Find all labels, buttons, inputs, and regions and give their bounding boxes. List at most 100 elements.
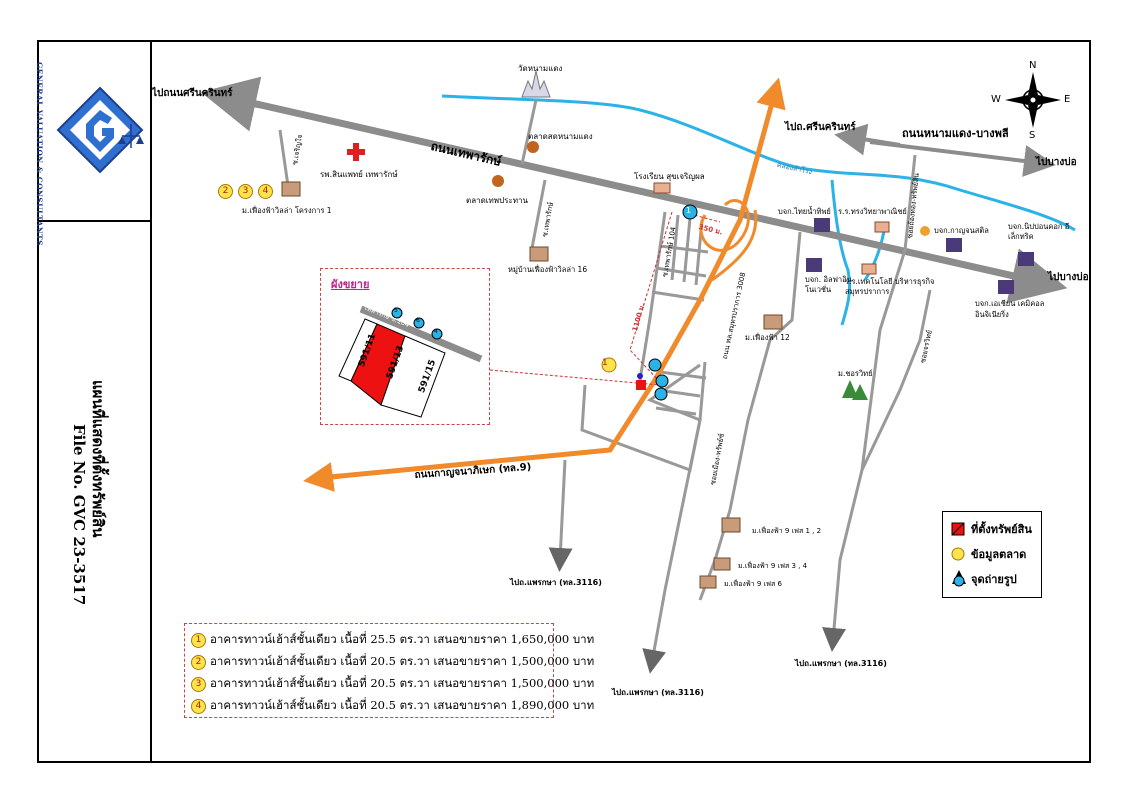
label-village-chorwit: ม.ชอรวิทย์ <box>838 369 873 378</box>
house-icon-village-12 <box>763 314 783 330</box>
photo-badge-1: 1 <box>686 206 692 215</box>
price-text-1: อาคารทาวน์เฮ้าส์ชั้นเดียว เนื้อที่ 25.5 … <box>210 632 595 646</box>
road-southwest <box>548 459 573 572</box>
legend-market: ข้อมูลตลาด <box>951 545 1026 563</box>
label-village-9-6: ม.เฟื่องฟ้า 9 เฟส 6 <box>724 580 782 588</box>
road-samut <box>698 231 802 601</box>
compass-n: N <box>1029 60 1037 71</box>
label-to-phraeksa-3: ไปถ.แพรกษา (ทล.3116) <box>795 659 887 668</box>
inset-connector <box>489 369 661 386</box>
factory-icon-kanyakron <box>920 226 930 236</box>
price-text-2: อาคารทาวน์เฮ้าส์ชั้นเดียว เนื้อที่ 20.5 … <box>210 654 595 668</box>
price-list: 1 อาคารทาวน์เฮ้าส์ชั้นเดียว เนื้อที่ 25.… <box>184 623 594 718</box>
school-icon-2 <box>874 221 890 233</box>
house-icon-village-16 <box>529 246 549 262</box>
house-icon-village-9c <box>699 575 717 589</box>
road-namdaeng-west <box>834 123 901 156</box>
label-school-3: ร.ร.เทคโนโลยี บริหารธุรกิจสมุทรปราการ <box>845 277 935 296</box>
photo-point-2 <box>648 358 662 372</box>
house-icon-village-9b <box>713 557 731 571</box>
price-row-1: 1 อาคารทาวน์เฮ้าส์ชั้นเดียว เนื้อที่ 25.… <box>191 631 594 649</box>
label-market-thepprathan: ตลาดเทพประทาน <box>466 196 528 205</box>
label-school: โรงเรียน สุขเจริญผล <box>634 172 705 181</box>
label-hospital: รพ.สินแพทย์ เทพารักษ์ <box>320 170 398 179</box>
road-vichit <box>860 154 917 471</box>
market-icon-1 <box>527 141 539 153</box>
legend-market-label: ข้อมูลตลาด <box>971 548 1027 561</box>
legend-subject: ที่ตั้งทรัพย์สิน <box>951 520 1032 538</box>
factory-icon-4 <box>1018 252 1034 266</box>
photo-point-4b <box>431 328 443 340</box>
expressway-start-arrow <box>303 462 341 492</box>
label-co-thainamthip: บจก.ไทยน้ำทิพย์ <box>778 207 831 216</box>
label-co-asian: บจก.เอเชียน เคมิคอลอินจิเนียริ่ง <box>975 299 1045 319</box>
price-text-4: อาคารทาวน์เฮ้าส์ชั้นเดียว เนื้อที่ 20.5 … <box>210 698 595 712</box>
label-village-1: ม.เฟื่องฟ้าวิลล่า โครงการ 1 <box>242 206 332 215</box>
label-to-phraeksa-1: ไปถ.แพรกษา (ทล.3116) <box>510 578 602 587</box>
inset-badge-6: 6 <box>416 317 420 324</box>
road-south-a <box>642 361 707 674</box>
photo-point-3 <box>655 374 669 388</box>
label-market-namdaeng: ตลาดสดหนามแดง <box>528 132 593 141</box>
legend-subject-label: ที่ตั้งทรัพย์สิน <box>971 523 1032 536</box>
sidebar <box>37 40 152 763</box>
subject-cluster <box>601 357 669 401</box>
label-to-phraeksa-2: ไปถ.แพรกษา (ทล.3116) <box>612 688 704 697</box>
market-icon-2 <box>492 175 504 187</box>
price-row-4: 4 อาคารทาวน์เฮ้าส์ชั้นเดียว เนื้อที่ 20.… <box>191 697 594 715</box>
market-legend-icon <box>951 547 965 561</box>
inset-graphic <box>338 305 483 418</box>
road-south-b <box>822 289 932 652</box>
compass-e: E <box>1064 94 1071 105</box>
label-to-bangbo-2: ไปบางบ่อ <box>1048 272 1089 283</box>
market-badge-2: 2 <box>218 184 233 199</box>
label-village-12: ม.เฟื่องฟ้า 12 <box>745 333 790 342</box>
label-to-srinakarin-left: ไปถนนศรีนครินทร์ <box>152 88 233 99</box>
interchange-loop <box>699 199 758 282</box>
house-icon-village-1 <box>281 181 301 197</box>
house-icon-village-9a <box>721 517 741 533</box>
compass-w: W <box>991 94 1001 105</box>
factory-icon-3 <box>946 238 962 252</box>
temple-icon <box>521 70 551 98</box>
factory-icon-5 <box>998 280 1014 294</box>
hospital-icon <box>347 143 365 161</box>
legend-photo-label: จุดถ่ายรูป <box>971 573 1017 586</box>
label-co-asahi: บจก. อิลฟาอินโนเวชั่น <box>805 275 852 294</box>
market-badge-3: 3 <box>238 184 253 199</box>
camera-legend-icon <box>952 570 966 587</box>
label-co-kanyakron: บจก.กาญจนสติล <box>934 226 989 235</box>
photo-point-6 <box>413 317 425 329</box>
subject-dot <box>637 373 643 379</box>
label-village-9-34: ม.เฟื่องฟ้า 9 เฟส 3 , 4 <box>738 562 808 570</box>
price-num-2: 2 <box>191 654 206 670</box>
road-soi-thepharak <box>530 179 547 249</box>
photo-point-5 <box>391 307 403 319</box>
price-text-3: อาคารทาวน์เฮ้าส์ชั้นเดียว เนื้อที่ 20.5 … <box>210 676 595 690</box>
label-to-srinakarin-right: ไปถ.ศรีนครินทร์ <box>785 122 856 133</box>
inset-badge-4: 4 <box>434 328 438 335</box>
price-num-4: 4 <box>191 698 206 714</box>
label-co-nihonkogyo: บจก.นิปปอนคอก อีเล็กทริค <box>1008 222 1070 241</box>
canal-branch-1 <box>830 179 852 326</box>
compass-icon <box>1005 72 1061 128</box>
market-point-1 <box>601 357 617 373</box>
factory-icon-2 <box>806 258 822 272</box>
school-icon-3 <box>861 263 877 275</box>
map-frame <box>37 40 1091 763</box>
market-badge-4: 4 <box>258 184 273 199</box>
label-to-bangbo-1: ไปบางบ่อ <box>1036 157 1077 168</box>
photo-point-4 <box>654 387 668 401</box>
road-charoenchai <box>278 129 290 187</box>
canal-upper <box>441 94 1076 232</box>
legend-photo: จุดถ่ายรูป <box>951 570 1017 588</box>
price-row-2: 2 อาคารทาวน์เฮ้าส์ชั้นเดียว เนื้อที่ 20.… <box>191 653 594 671</box>
label-village-9-12: ม.เฟื่องฟ้า 9 เฟส 1 , 2 <box>752 527 822 535</box>
subject-marker <box>636 380 646 390</box>
map-legend: ที่ตั้งทรัพย์สิน ข้อมูลตลาด จุดถ่ายรูป <box>942 511 1042 598</box>
photo-point-main <box>682 204 698 220</box>
road-grid-b <box>651 244 709 302</box>
road-to-wat <box>520 99 538 165</box>
tree-icon-chorwit <box>842 380 868 400</box>
